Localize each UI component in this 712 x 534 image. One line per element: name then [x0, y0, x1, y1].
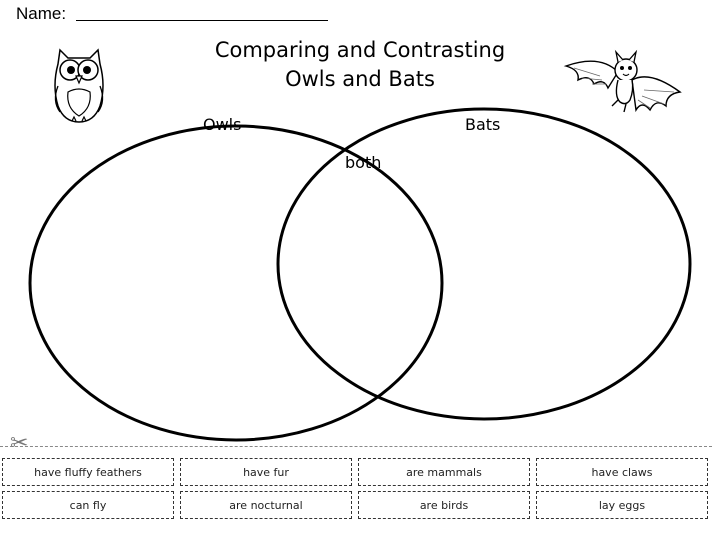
owls-label: Owls	[203, 115, 242, 134]
card-lay-eggs[interactable]: lay eggs	[536, 491, 708, 519]
card-are-nocturnal[interactable]: are nocturnal	[180, 491, 352, 519]
owls-circle[interactable]	[28, 124, 444, 442]
card-are-birds[interactable]: are birds	[358, 491, 530, 519]
name-label: Name:	[16, 4, 67, 23]
name-input-line[interactable]	[76, 20, 328, 21]
both-label: both	[345, 153, 382, 172]
bats-circle[interactable]	[276, 107, 692, 421]
card-have-claws[interactable]: have claws	[536, 458, 708, 486]
card-have-fluffy-feathers[interactable]: have fluffy feathers	[2, 458, 174, 486]
title-line-1: Comparing and Contrasting	[214, 38, 506, 62]
card-can-fly[interactable]: can fly	[2, 491, 174, 519]
scissors-icon: ✂	[10, 431, 29, 456]
card-have-fur[interactable]: have fur	[180, 458, 352, 486]
card-are-mammals[interactable]: are mammals	[358, 458, 530, 486]
worksheet-title: Comparing and Contrasting Owls and Bats	[160, 36, 560, 94]
title-line-2: Owls and Bats	[285, 67, 435, 91]
sorting-cards: have fluffy feathers have fur are mammal…	[2, 458, 710, 519]
cut-line	[0, 446, 712, 447]
owl-icon	[54, 48, 104, 123]
bats-label: Bats	[465, 115, 501, 134]
bat-icon	[563, 49, 682, 113]
